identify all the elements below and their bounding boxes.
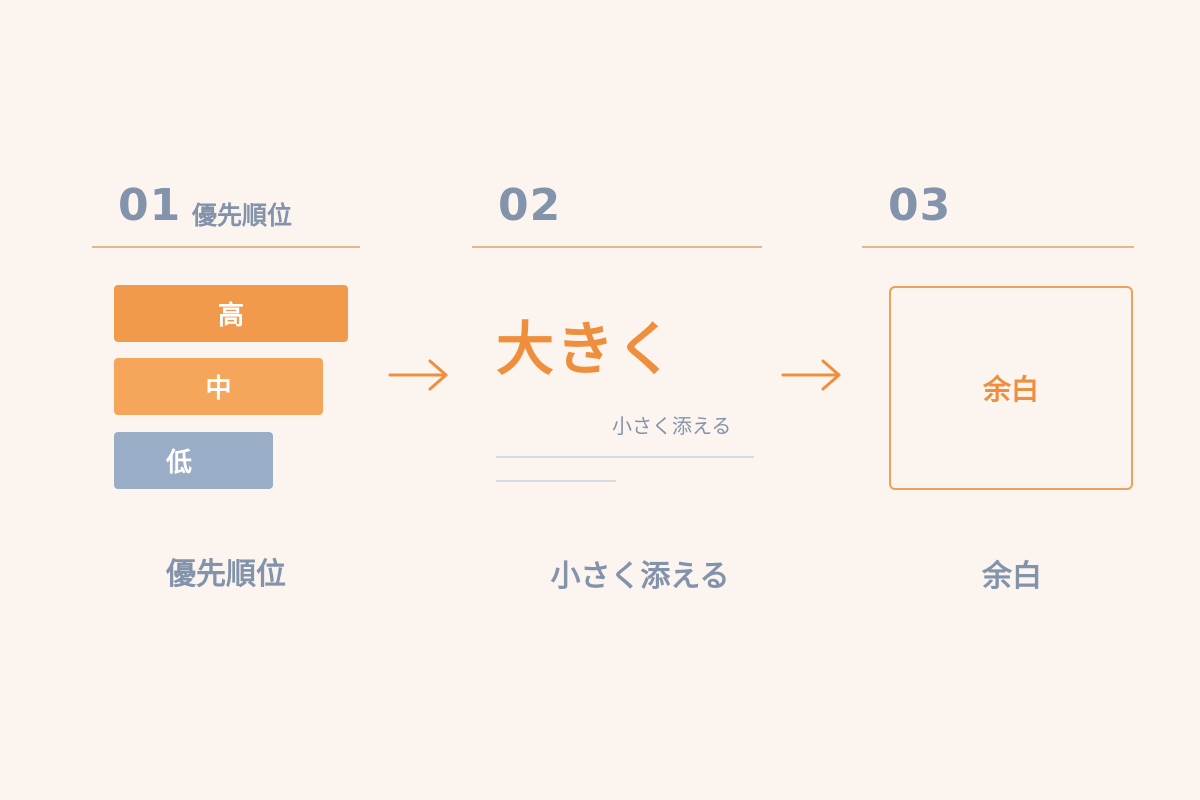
step-2-caption: 小さく添える — [550, 559, 730, 594]
step-1-divider — [92, 246, 360, 248]
step-1-number: 01 — [118, 180, 182, 231]
text-line-short — [496, 480, 616, 482]
priority-bar-high: 高 — [114, 285, 348, 342]
step-3-caption: 余白 — [982, 559, 1042, 594]
step-2-divider — [472, 246, 762, 248]
whitespace-box-label: 余白 — [982, 373, 1039, 406]
step-1-title: 優先順位 — [192, 201, 293, 230]
step-1-caption: 優先順位 — [166, 557, 286, 592]
step-3-number: 03 — [888, 180, 952, 231]
priority-bar-low: 低 — [114, 432, 273, 489]
step-2-number: 02 — [498, 180, 562, 231]
arrow-right-icon — [388, 357, 452, 393]
priority-bar-mid: 中 — [114, 358, 323, 415]
whitespace-box: 余白 — [889, 286, 1133, 490]
emphasis-large-text: 大きく — [496, 315, 677, 383]
step-3-divider — [862, 246, 1134, 248]
emphasis-small-text: 小さく添える — [612, 414, 732, 438]
text-line-long — [496, 456, 754, 458]
arrow-right-icon — [781, 357, 845, 393]
